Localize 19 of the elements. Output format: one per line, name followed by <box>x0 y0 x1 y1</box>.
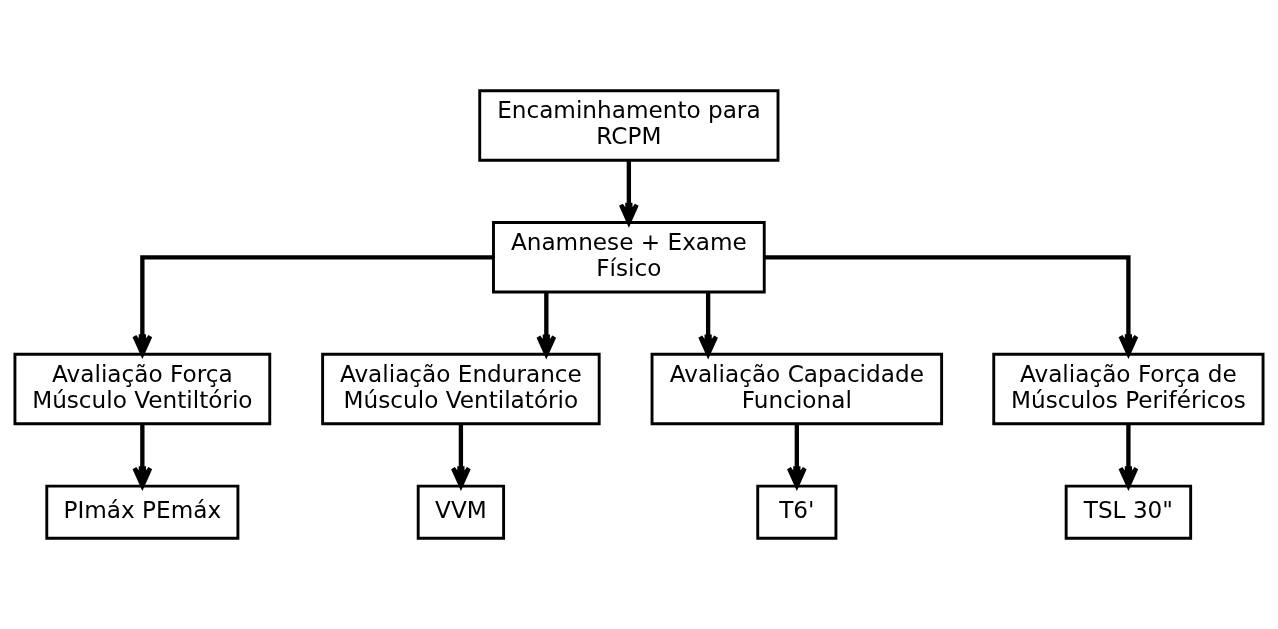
arrow <box>132 424 153 488</box>
node-box: TSL 30" <box>1064 484 1193 540</box>
arrow <box>450 424 471 488</box>
node-box: T6' <box>756 484 838 540</box>
arrow <box>618 160 639 225</box>
arrow <box>698 292 719 357</box>
arrow <box>536 292 557 357</box>
node-box: Encaminhamento para RCPM <box>478 89 780 162</box>
arrow <box>132 255 494 356</box>
node-box: Avaliação Força de Músculos Periféricos <box>992 352 1265 426</box>
node-box: Anamnese + Exame Físico <box>492 221 766 294</box>
node-box: PImáx PEmáx <box>45 484 240 540</box>
node-box: VVM <box>416 484 506 540</box>
node-box: Avaliação Força Músculo Ventiltório <box>13 352 272 426</box>
arrow <box>786 424 807 488</box>
arrow <box>764 255 1139 356</box>
arrow <box>1118 424 1139 488</box>
node-box: Avaliação Endurance Músculo Ventilatório <box>321 352 601 426</box>
node-box: Avaliação Capacidade Funcional <box>650 352 944 426</box>
